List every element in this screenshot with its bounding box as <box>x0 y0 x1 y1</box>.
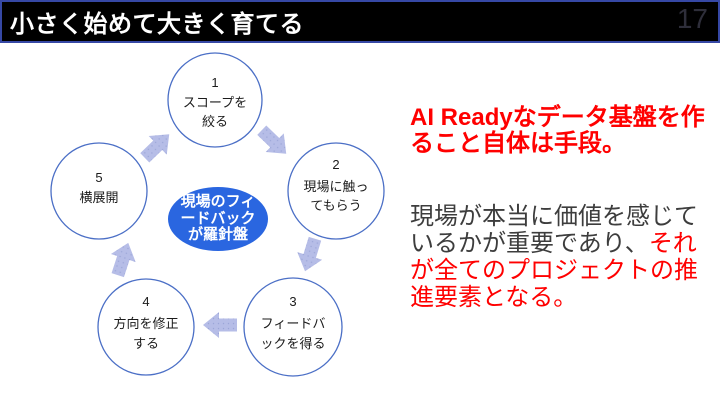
arrow-4-to-5-icon <box>110 242 136 278</box>
body-text-red: それが全てのプロジェクトの推進要素となる。 <box>410 230 698 311</box>
center-message-ellipse: 現場のフィ ードバック が羅針盤 <box>168 187 268 251</box>
key-message-panel: AI Readyなデータ基盤を作ること自体は手段。 現場が本当に価値を感じている… <box>410 104 713 312</box>
cycle-arrows <box>110 125 323 338</box>
step-4-label-line1: 方向を修正 <box>113 316 178 331</box>
step-3-number: 3 <box>289 294 296 309</box>
step-circle-5: 5 横展開 <box>50 142 148 240</box>
arrow-3-to-4-icon <box>203 312 237 338</box>
step-circle-2: 2 現場に触っ てもらう <box>287 142 385 240</box>
arrow-5-to-1-icon <box>140 134 170 163</box>
key-message-heading: AI Readyなデータ基盤を作ること自体は手段。 <box>410 104 705 157</box>
step-1-label-line2: 絞る <box>202 114 228 129</box>
step-4-label-line2: する <box>133 336 159 351</box>
step-2-number: 2 <box>332 157 339 172</box>
body-text-black: 現場が本当に価値を感じているかが重要であり、 <box>410 203 698 257</box>
step-1-number: 1 <box>211 75 218 90</box>
step-1-label-line1: スコープを <box>183 95 247 110</box>
step-circle-4: 4 方向を修正 する <box>97 278 195 376</box>
slide-title: 小さく始めて大きく育てる <box>10 11 304 38</box>
step-5-label-line1: 横展開 <box>79 190 118 205</box>
step-5-number: 5 <box>95 170 102 185</box>
center-text-line3: が羅針盤 <box>188 225 249 243</box>
arrow-2-to-3-icon <box>297 236 323 272</box>
page-number: 17 <box>676 3 708 34</box>
cycle-diagram: 1 スコープを 絞る 2 現場に触っ てもらう 3 フィードバ ックを得る 4 … <box>50 52 385 377</box>
step-2-label-line1: 現場に触っ <box>303 179 368 194</box>
step-3-label-line2: ックを得る <box>260 336 325 351</box>
step-2-label-line2: てもらう <box>310 198 361 213</box>
title-bar: 小さく始めて大きく育てる <box>0 0 720 43</box>
step-circle-3: 3 フィードバ ックを得る <box>243 277 343 377</box>
arrow-1-to-2-icon <box>257 125 287 154</box>
key-message-body: 現場が本当に価値を感じているかが重要であり、それが全てのプロジェクトの推進要素と… <box>410 203 713 311</box>
step-4-number: 4 <box>142 294 149 309</box>
center-text-line1: 現場のフィ <box>181 193 256 210</box>
center-text-line2: ードバック <box>180 210 255 227</box>
step-circle-1: 1 スコープを 絞る <box>167 52 263 148</box>
step-3-label-line1: フィードバ <box>261 316 326 331</box>
